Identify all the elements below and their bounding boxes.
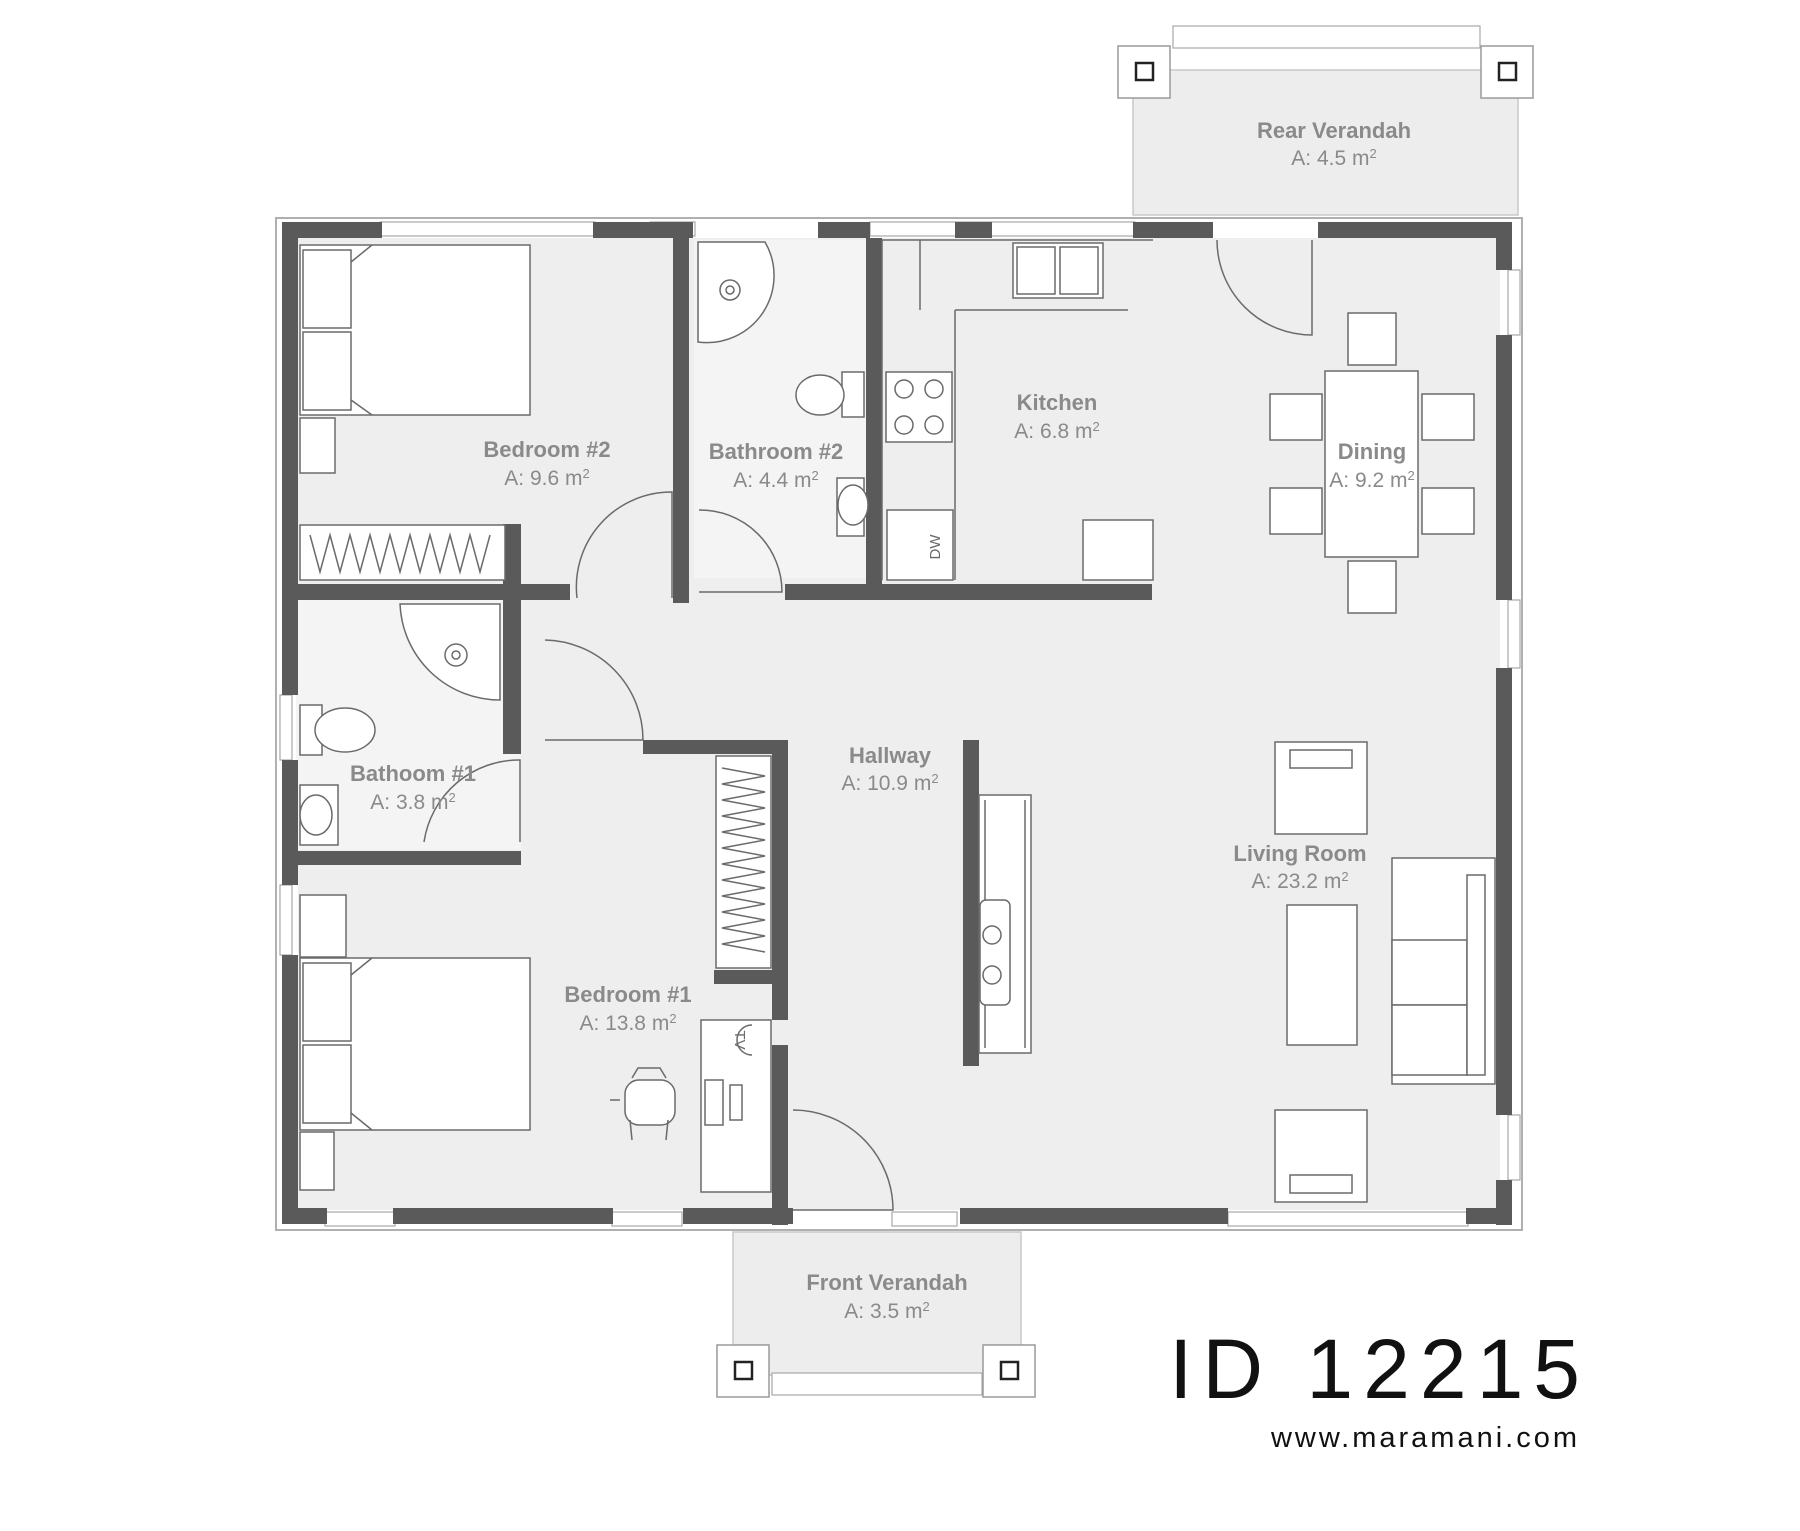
svg-text:Bathroom #2: Bathroom #2: [709, 439, 843, 464]
tv-label: TV: [731, 1030, 748, 1049]
dining-chair: [1421, 393, 1475, 441]
pillow: [302, 1044, 352, 1124]
svg-text:A: 3.5 m2: A: 3.5 m2: [844, 1299, 929, 1324]
dishwasher: [886, 509, 954, 581]
label-kitchen: Kitchen A: 6.8 m2: [1014, 390, 1099, 443]
dining-table: [1324, 370, 1419, 558]
dining-chair: [1269, 487, 1323, 535]
bedroom1-furniture: TV: [299, 755, 772, 1193]
windows: [279, 221, 1521, 1227]
bathroom2-fixtures: [697, 241, 869, 537]
toilet-tank: [841, 371, 865, 418]
pillow: [302, 962, 352, 1042]
label-front-verandah: Front Verandah A: 3.5 m2: [806, 1270, 967, 1323]
plan-id: ID 12215: [1169, 1322, 1590, 1416]
dining-chair: [1421, 487, 1475, 535]
label-rear-verandah: Rear Verandah A: 4.5 m2: [1257, 118, 1411, 170]
laptop: [704, 1079, 724, 1126]
pillow: [302, 249, 352, 329]
dining-furniture: [1269, 312, 1475, 614]
svg-text:Bedroom #1: Bedroom #1: [564, 982, 691, 1007]
svg-text:A: 4.4 m2: A: 4.4 m2: [733, 468, 818, 493]
label-living-room: Living Room A: 23.2 m2: [1233, 841, 1366, 893]
svg-text:A: 13.8 m2: A: 13.8 m2: [579, 1011, 676, 1036]
desk-chair: [624, 1079, 676, 1126]
kitchen-fixtures: DW: [881, 239, 1154, 581]
front-verandah: [716, 1231, 1036, 1398]
label-hallway: Hallway A: 10.9 m2: [841, 743, 938, 795]
svg-text:Front Verandah: Front Verandah: [806, 1270, 967, 1295]
label-bedroom2: Bedroom #2 A: 9.6 m2: [483, 437, 610, 490]
sink: [299, 794, 333, 836]
dining-chair: [1269, 393, 1323, 441]
svg-text:A: 10.9 m2: A: 10.9 m2: [841, 771, 938, 796]
svg-text:A: 9.6 m2: A: 9.6 m2: [504, 466, 589, 491]
label-bedroom1: Bedroom #1 A: 13.8 m2: [564, 982, 691, 1035]
dining-chair: [1347, 560, 1397, 614]
svg-text:A: 9.2 m2: A: 9.2 m2: [1329, 468, 1414, 493]
svg-text:A: 4.5 m2: A: 4.5 m2: [1291, 146, 1376, 171]
svg-text:Hallway: Hallway: [849, 743, 932, 768]
svg-text:Bathoom #1: Bathoom #1: [350, 761, 476, 786]
toilet: [795, 374, 845, 416]
rear-verandah: [1117, 25, 1534, 216]
room-labels: Rear Verandah A: 4.5 m2 Bedroom #2 A: 9.…: [350, 118, 1415, 1323]
toilet: [314, 707, 376, 753]
svg-text:A: 3.8 m2: A: 3.8 m2: [370, 790, 455, 815]
tv-unit: [978, 794, 1032, 1054]
television: [979, 899, 1011, 1006]
doors: [423, 239, 1313, 1211]
pillow: [302, 331, 352, 411]
svg-text:Kitchen: Kitchen: [1017, 390, 1098, 415]
shower: [697, 241, 775, 344]
stove: [885, 371, 953, 443]
shower: [399, 603, 501, 701]
dishwasher-label: DW: [927, 534, 944, 560]
fridge: [1082, 519, 1154, 581]
walls: [282, 222, 1512, 1225]
bedroom2-furniture: [299, 244, 531, 581]
dining-chair: [1347, 312, 1397, 366]
label-dining: Dining A: 9.2 m2: [1329, 439, 1414, 492]
living-furniture: [1274, 741, 1496, 1203]
svg-text:Bedroom #2: Bedroom #2: [483, 437, 610, 462]
coffee-table: [1286, 904, 1358, 1046]
svg-text:A: 23.2 m2: A: 23.2 m2: [1251, 869, 1348, 894]
svg-text:Living Room: Living Room: [1233, 841, 1366, 866]
svg-text:Rear Verandah: Rear Verandah: [1257, 118, 1411, 143]
svg-text:A: 6.8 m2: A: 6.8 m2: [1014, 419, 1099, 444]
svg-text:Dining: Dining: [1338, 439, 1406, 464]
sink: [837, 484, 869, 526]
website-url: www.maramani.com: [1270, 1422, 1580, 1454]
label-bathroom1: Bathoom #1 A: 3.8 m2: [350, 761, 476, 814]
label-bathroom2: Bathroom #2 A: 4.4 m2: [709, 439, 843, 492]
bathroom1-fixtures: [299, 603, 501, 846]
